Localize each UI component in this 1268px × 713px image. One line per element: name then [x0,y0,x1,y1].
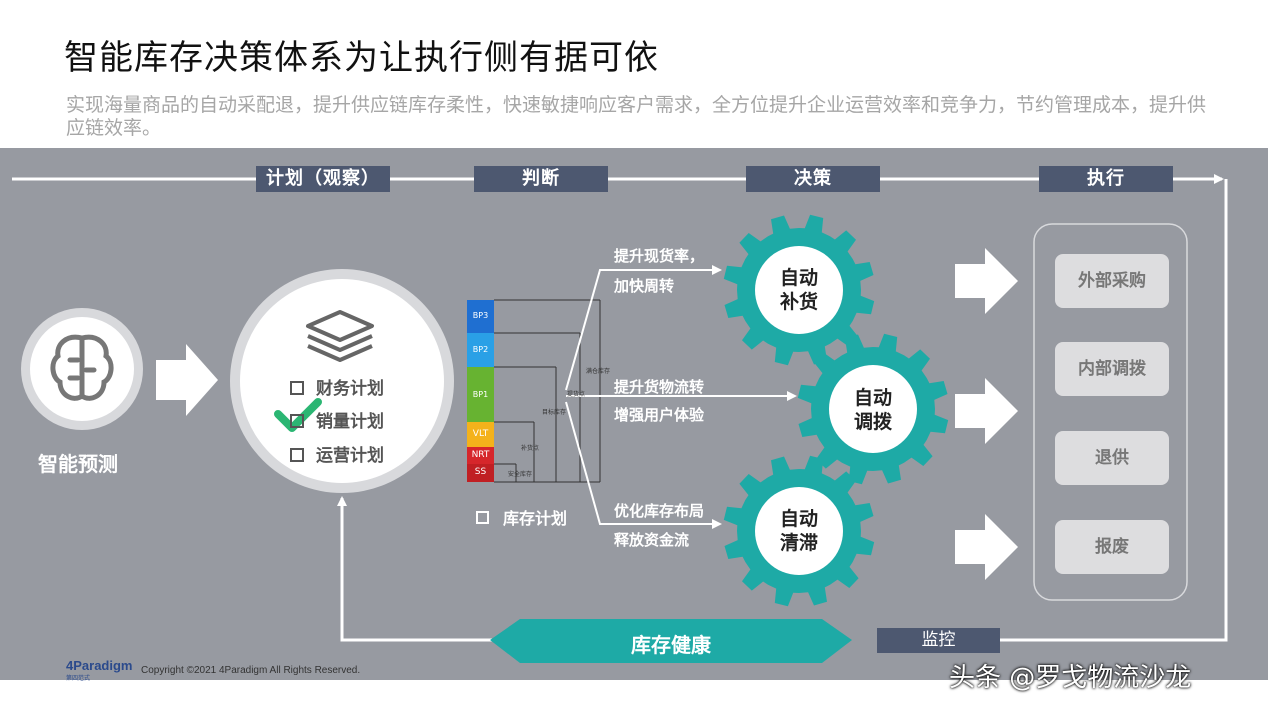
diagram-panel [0,148,1268,680]
inventory-plan-item: 库存计划 [476,505,567,529]
mini-label-target: 目标库存 [542,409,567,416]
logo-subtext: 第四范式 [66,675,91,682]
level-bp3: BP3 [472,311,489,320]
health-label: 库存健康 [631,633,711,657]
benefit-1-line2: 加快周转 [614,277,675,295]
gear-replenish-line2: 补货 [779,291,818,313]
gear-clear-line2: 清滞 [779,532,818,554]
gear-replenish-label: 自动补货 [769,266,829,314]
gear-replenish-line1: 自动 [779,267,818,289]
plan-circle-inner [240,279,444,483]
level-ss: SS [474,467,487,477]
checkbox-icon [476,511,489,524]
mini-label-safety: 安全库存 [508,471,533,478]
benefit-3-line2: 释放资金流 [614,531,690,549]
gear-replenish-center [755,246,843,334]
footer [0,680,1268,713]
inventory-level-brackets [494,299,601,483]
forecast-label: 智能预测 [38,452,118,476]
stage-decide: 决策 [746,166,880,192]
copyright: Copyright ©2021 4Paradigm All Rights Res… [141,665,361,676]
benefit-2-line2: 增强用户体验 [614,406,705,424]
execution-arrows [955,248,1018,580]
page-subtitle: 实现海量商品的自动采配退，提升供应链库存柔性，快速敏捷响应客户需求，全方位提升企… [66,94,1207,139]
watermark: 头条 @罗戈物流沙龙 [949,663,1192,693]
level-bp1: BP1 [472,390,489,399]
level-vlt: VLT [472,429,489,439]
level-bp2: BP2 [472,345,489,354]
gear-transfer-line1: 自动 [853,387,892,409]
health-banner [490,619,852,663]
exec-internal-transfer[interactable]: 内部调拨 [1055,342,1169,396]
gear-clear-line1: 自动 [779,508,818,530]
page-title: 智能库存决策体系为让执行侧有据可依 [64,38,659,78]
company-logo: 4Paradigm 第四范式 [66,658,132,682]
gear-clear-label: 自动清滞 [769,507,829,555]
gear-transfer-line2: 调拨 [853,411,892,433]
gear-clear-center [755,487,843,575]
plan-item-ops: 运营计划 [290,441,384,466]
return-line [1000,179,1228,642]
benefit-1-line1: 提升现货率， [614,247,705,265]
exec-external-purchase[interactable]: 外部采购 [1055,254,1169,308]
plan-item-sales: 销量计划 [290,407,384,432]
execution-frame [1033,223,1188,601]
benefit-3-line1: 优化库存布局 [614,502,705,520]
plan-label-ops: 运营计划 [316,446,384,466]
level-nrt: NRT [471,450,490,460]
arrow-forecast-to-plan [156,344,218,416]
inventory-level-bars [467,300,494,482]
inventory-plan-label: 库存计划 [503,509,568,528]
benefit-connectors [565,265,797,529]
stage-plan: 计划（观察） [256,166,390,192]
exec-return-supplier[interactable]: 退供 [1055,431,1169,485]
gear-transfer-center [829,365,917,453]
layers-icon [306,310,374,362]
benefit-2-line1: 提升货物流转 [614,378,705,396]
plan-label-sales: 销量计划 [316,412,384,432]
checkbox-icon [290,448,304,462]
mini-label-pick: 提货点 [567,391,586,398]
exec-scrap[interactable]: 报废 [1055,520,1169,574]
mini-label-reorder: 补货点 [521,445,540,452]
stage-judge: 判断 [474,166,608,192]
gear-shapes [723,214,949,607]
plan-label-finance: 财务计划 [316,379,384,399]
logo-text: 4Paradigm [66,658,133,673]
brain-icon [50,334,114,401]
check-icon [274,398,322,432]
checkbox-icon [290,414,304,428]
stage-execute: 执行 [1039,166,1173,192]
gear-transfer-label: 自动调拨 [843,386,903,434]
monitor-label: 监控 [877,628,1000,653]
mini-label-full: 满仓库存 [586,368,611,375]
plan-item-finance: 财务计划 [290,374,384,399]
checkbox-icon [290,381,304,395]
return-line-left [337,496,495,642]
